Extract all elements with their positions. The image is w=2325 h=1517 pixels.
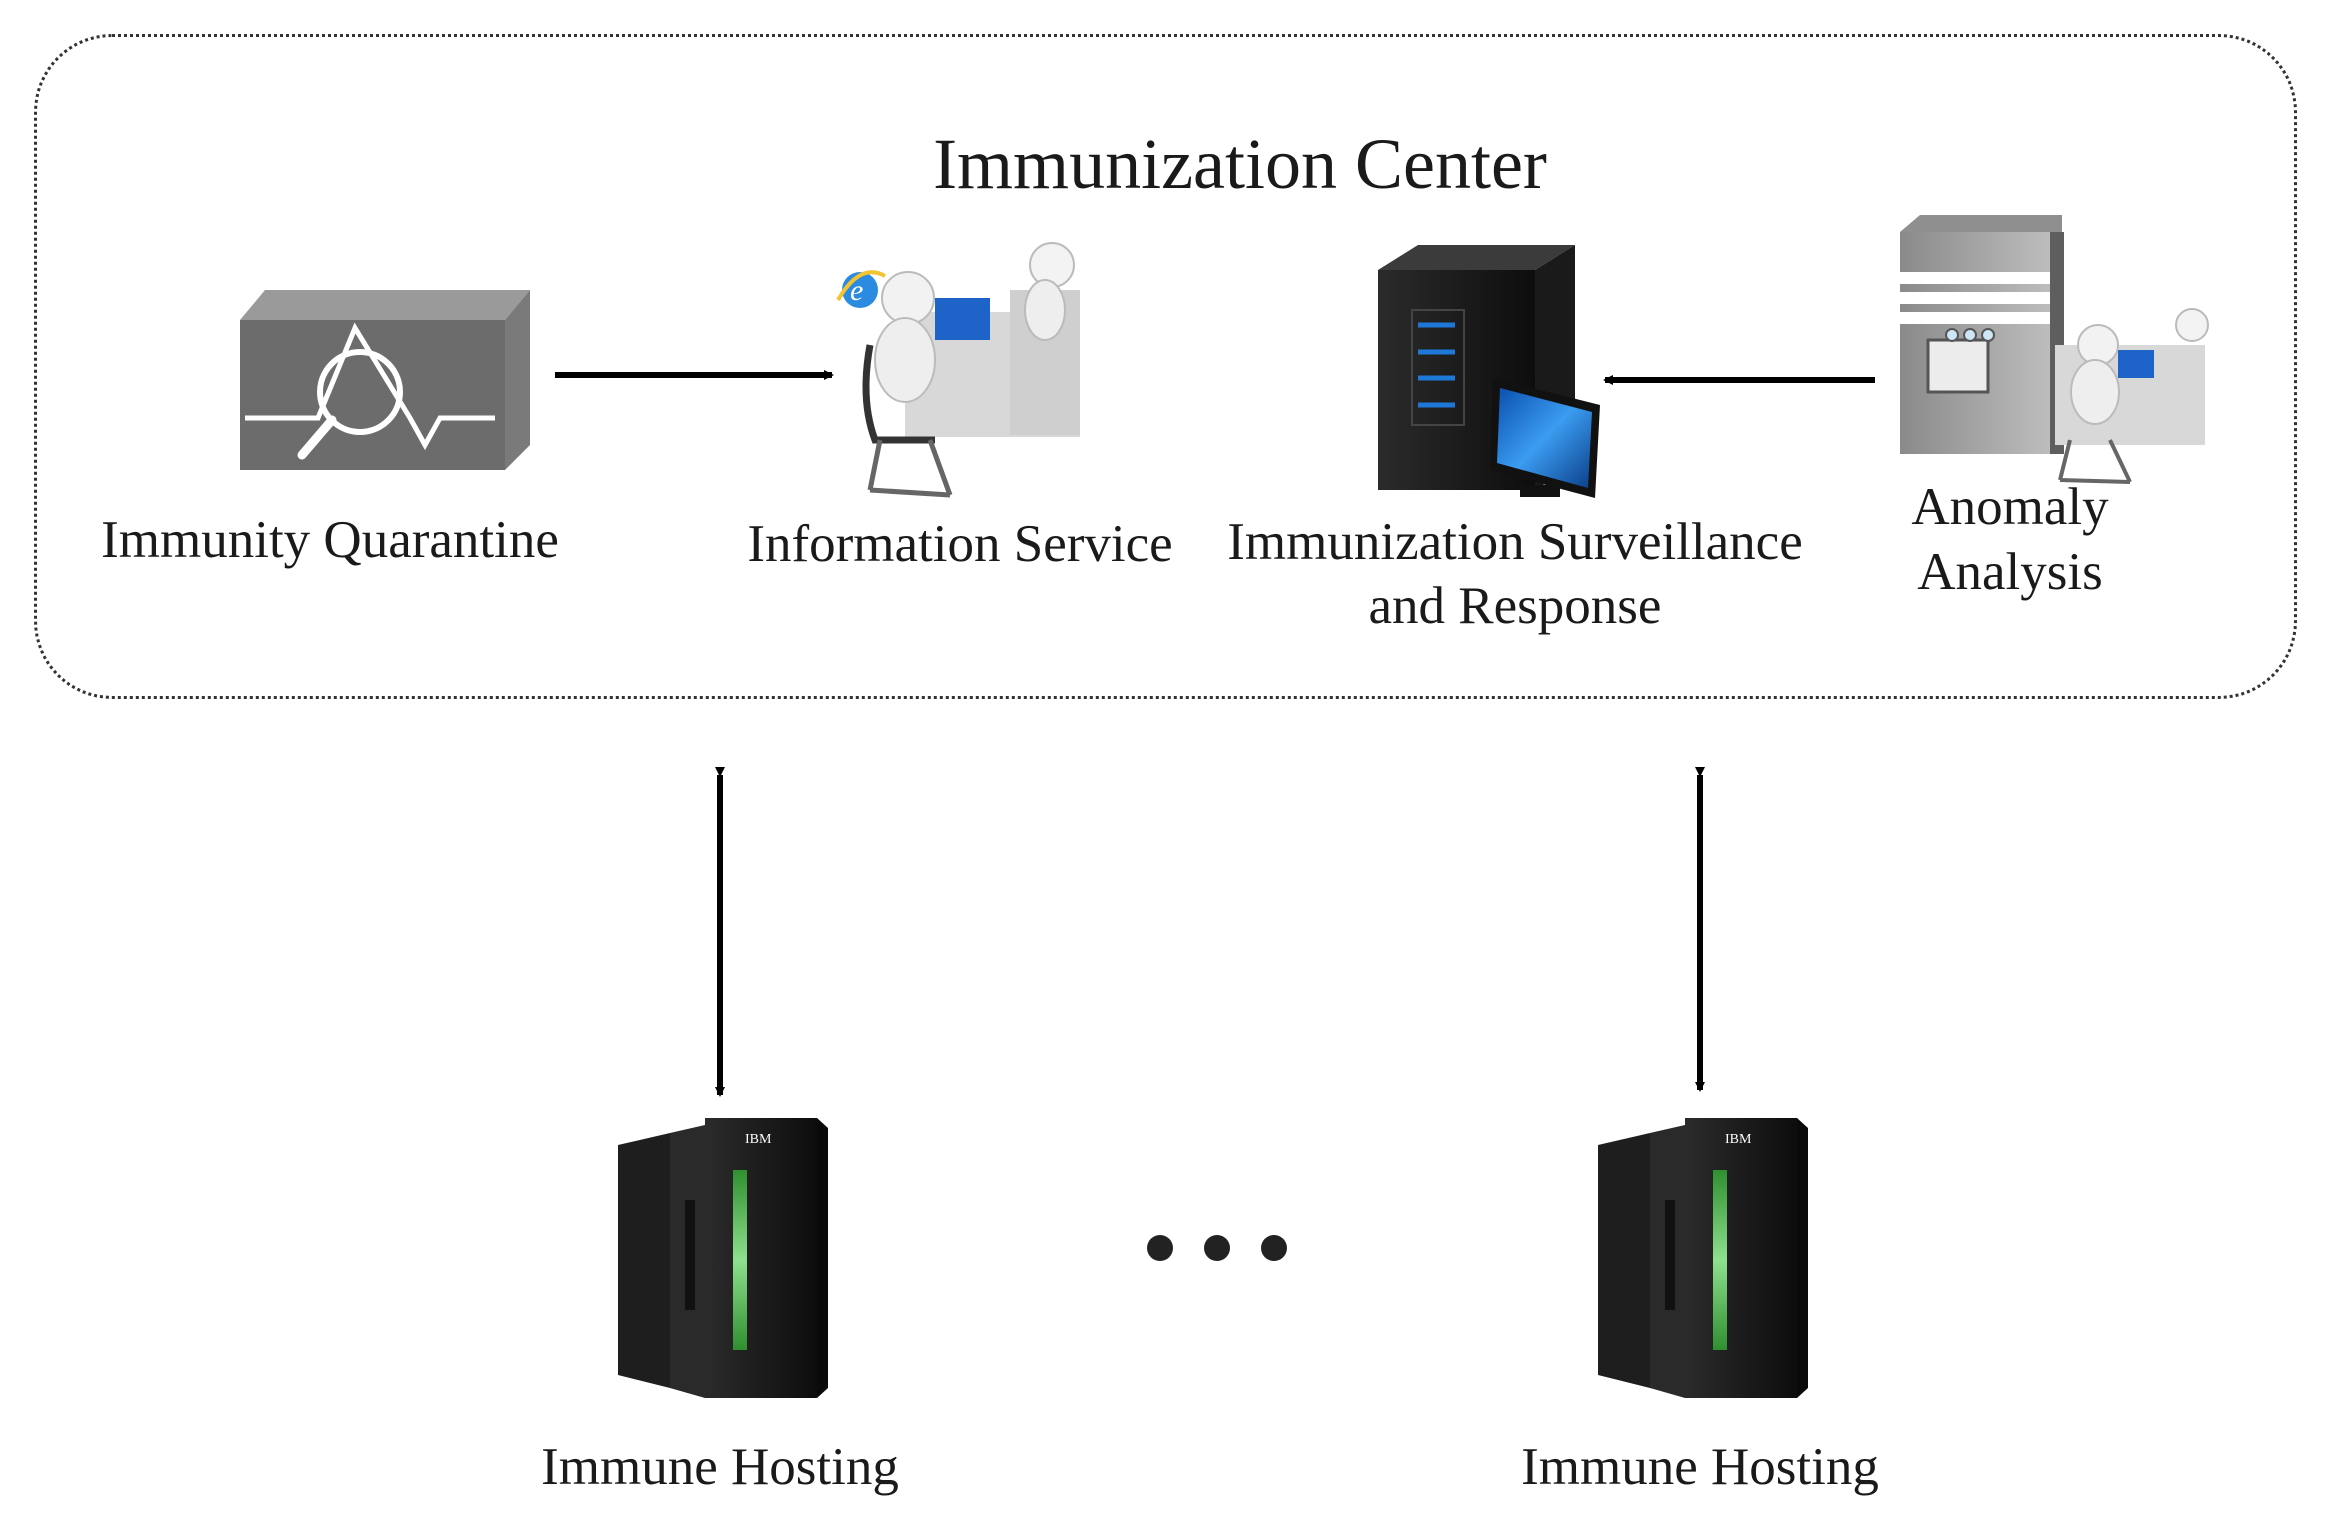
host-2-brand: IBM xyxy=(1725,1132,1752,1147)
immune-host-1-mainframe-icon: IBM xyxy=(618,1118,828,1398)
anomaly-label-line2: Analysis xyxy=(1917,543,2103,601)
ellipsis-more-hosts xyxy=(1147,1235,1287,1261)
surveillance-label-line1: Immunization Surveillance xyxy=(1227,513,1803,571)
quarantine-appliance-icon xyxy=(240,290,530,470)
host-1-label: Immune Hosting xyxy=(541,1438,899,1496)
center-title: Immunization Center xyxy=(933,124,1547,204)
surveillance-label-line2: and Response xyxy=(1368,577,1662,635)
host-1-brand: IBM xyxy=(745,1132,772,1147)
quarantine-label: Immunity Quarantine xyxy=(101,511,559,569)
anomaly-analysis-machine-icon xyxy=(1900,215,2064,454)
immunization-center-boundary xyxy=(34,34,2297,699)
host-2-label: Immune Hosting xyxy=(1521,1438,1879,1496)
anomaly-analysis-worker-icon xyxy=(2055,308,2209,484)
immune-host-2-mainframe-icon: IBM xyxy=(1598,1118,1808,1398)
surveillance-server-icon xyxy=(1378,245,1600,498)
info-service-label: Information Service xyxy=(747,515,1173,573)
anomaly-label-line1: Anomaly xyxy=(1911,478,2109,536)
information-service-worker-icon: e xyxy=(836,242,1080,498)
